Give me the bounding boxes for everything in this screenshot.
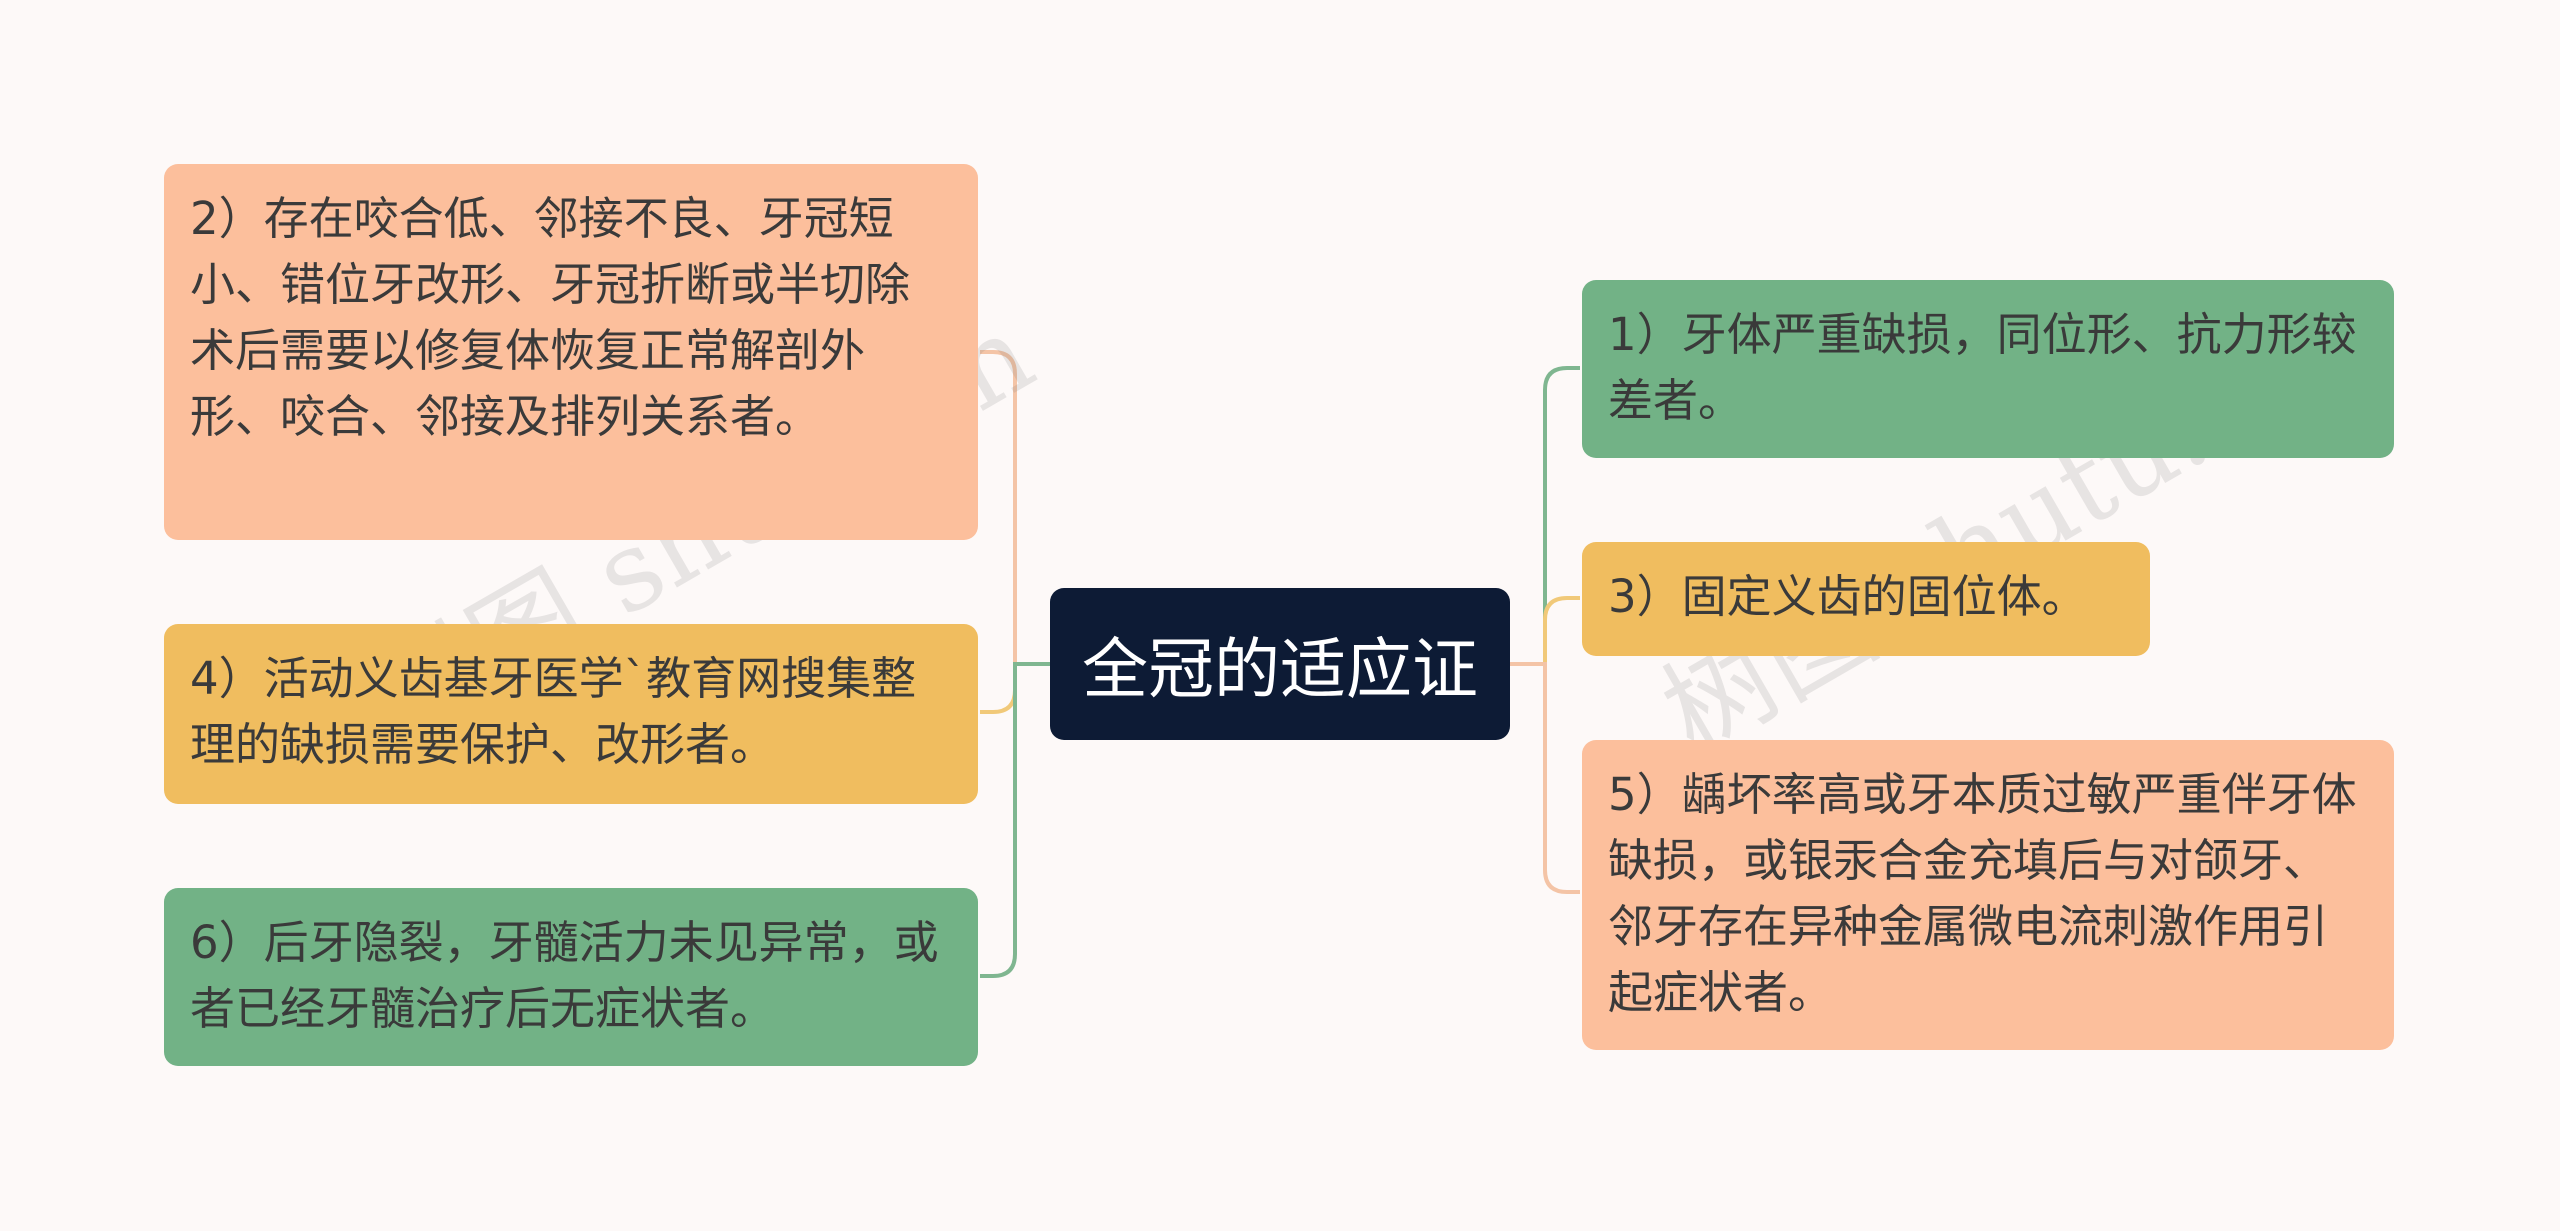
central-topic[interactable]: 全冠的适应证 xyxy=(1050,588,1510,740)
topic-node-5[interactable]: 5）龋坏率高或牙本质过敏严重伴牙体缺损，或银汞合金充填后与对颌牙、邻牙存在异种金… xyxy=(1582,740,2394,1050)
topic-node-2[interactable]: 2）存在咬合低、邻接不良、牙冠短小、错位牙改形、牙冠折断或半切除术后需要以修复体… xyxy=(164,164,978,540)
connector-left-4 xyxy=(980,664,1017,714)
connector-right-1 xyxy=(1510,366,1580,666)
connector-left-6 xyxy=(980,662,1050,978)
connector-right-3 xyxy=(1510,596,1580,666)
topic-node-3[interactable]: 3）固定义齿的固位体。 xyxy=(1582,542,2150,656)
connector-right-5 xyxy=(1510,662,1580,894)
topic-node-4[interactable]: 4）活动义齿基牙医学`教育网搜集整理的缺损需要保护、改形者。 xyxy=(164,624,978,804)
topic-node-6[interactable]: 6）后牙隐裂，牙髓活力未见异常，或者已经牙髓治疗后无症状者。 xyxy=(164,888,978,1066)
topic-node-1[interactable]: 1）牙体严重缺损，同位形、抗力形较差者。 xyxy=(1582,280,2394,458)
